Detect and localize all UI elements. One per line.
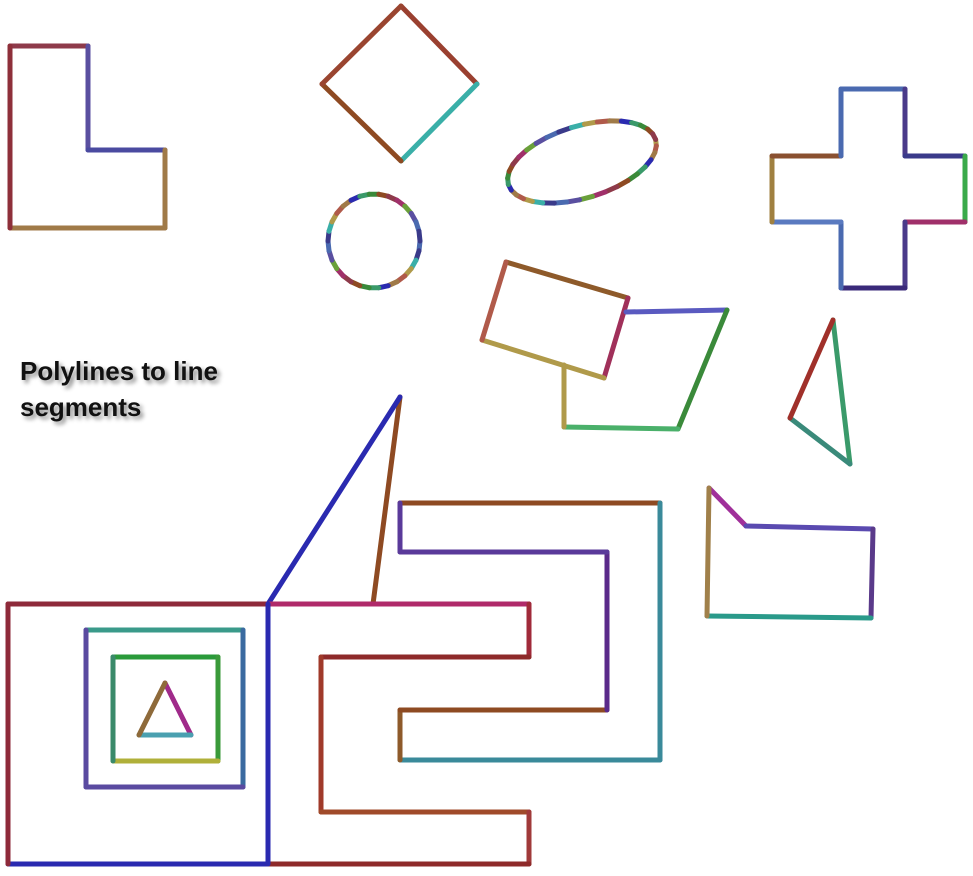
c-shape	[265, 601, 532, 867]
diamond-segment	[319, 3, 404, 87]
diamond-segment	[319, 81, 404, 164]
tilted-rect-segment	[503, 259, 631, 301]
pentagon-segment	[743, 523, 876, 532]
plus	[769, 86, 968, 291]
small-triangle-segment	[136, 680, 168, 738]
tilted-rect-segment	[479, 259, 509, 343]
diamond	[319, 3, 480, 164]
parallelogram	[561, 307, 730, 432]
inner-square-2	[110, 654, 221, 764]
circle	[325, 191, 423, 291]
l-shape	[7, 43, 168, 231]
triangle-right-segment	[830, 317, 853, 467]
pentagon-segment	[704, 485, 712, 619]
caption: Polylines to line segments	[20, 353, 280, 425]
parallelogram-segment	[561, 424, 681, 432]
circle-segment	[416, 228, 423, 244]
tilted-rect	[479, 259, 631, 381]
kite	[265, 394, 403, 607]
parallelogram-segment	[623, 307, 730, 315]
small-triangle-segment	[162, 680, 194, 738]
pentagon-segment	[704, 613, 874, 621]
small-triangle	[136, 680, 194, 738]
caption-line-1: Polylines to line	[20, 356, 218, 386]
triangle-right-segment	[787, 317, 836, 421]
tilted-rect-segment	[601, 295, 631, 381]
spiral-big	[397, 500, 663, 763]
kite-segment	[370, 394, 403, 607]
ellipse-segment	[650, 131, 659, 142]
kite-segment	[265, 394, 403, 607]
pentagon-segment	[868, 526, 876, 621]
triangle-right	[787, 317, 853, 467]
tilted-rect-segment	[479, 337, 607, 381]
ellipse	[505, 118, 659, 206]
inner-square-1	[83, 627, 246, 790]
triangle-right-segment	[787, 415, 853, 467]
pentagon-segment	[706, 485, 749, 529]
pentagon	[704, 485, 876, 621]
diamond-segment	[398, 3, 480, 87]
diamond-segment	[398, 81, 480, 164]
parallelogram-segment	[675, 307, 730, 432]
caption-line-2: segments	[20, 392, 142, 422]
